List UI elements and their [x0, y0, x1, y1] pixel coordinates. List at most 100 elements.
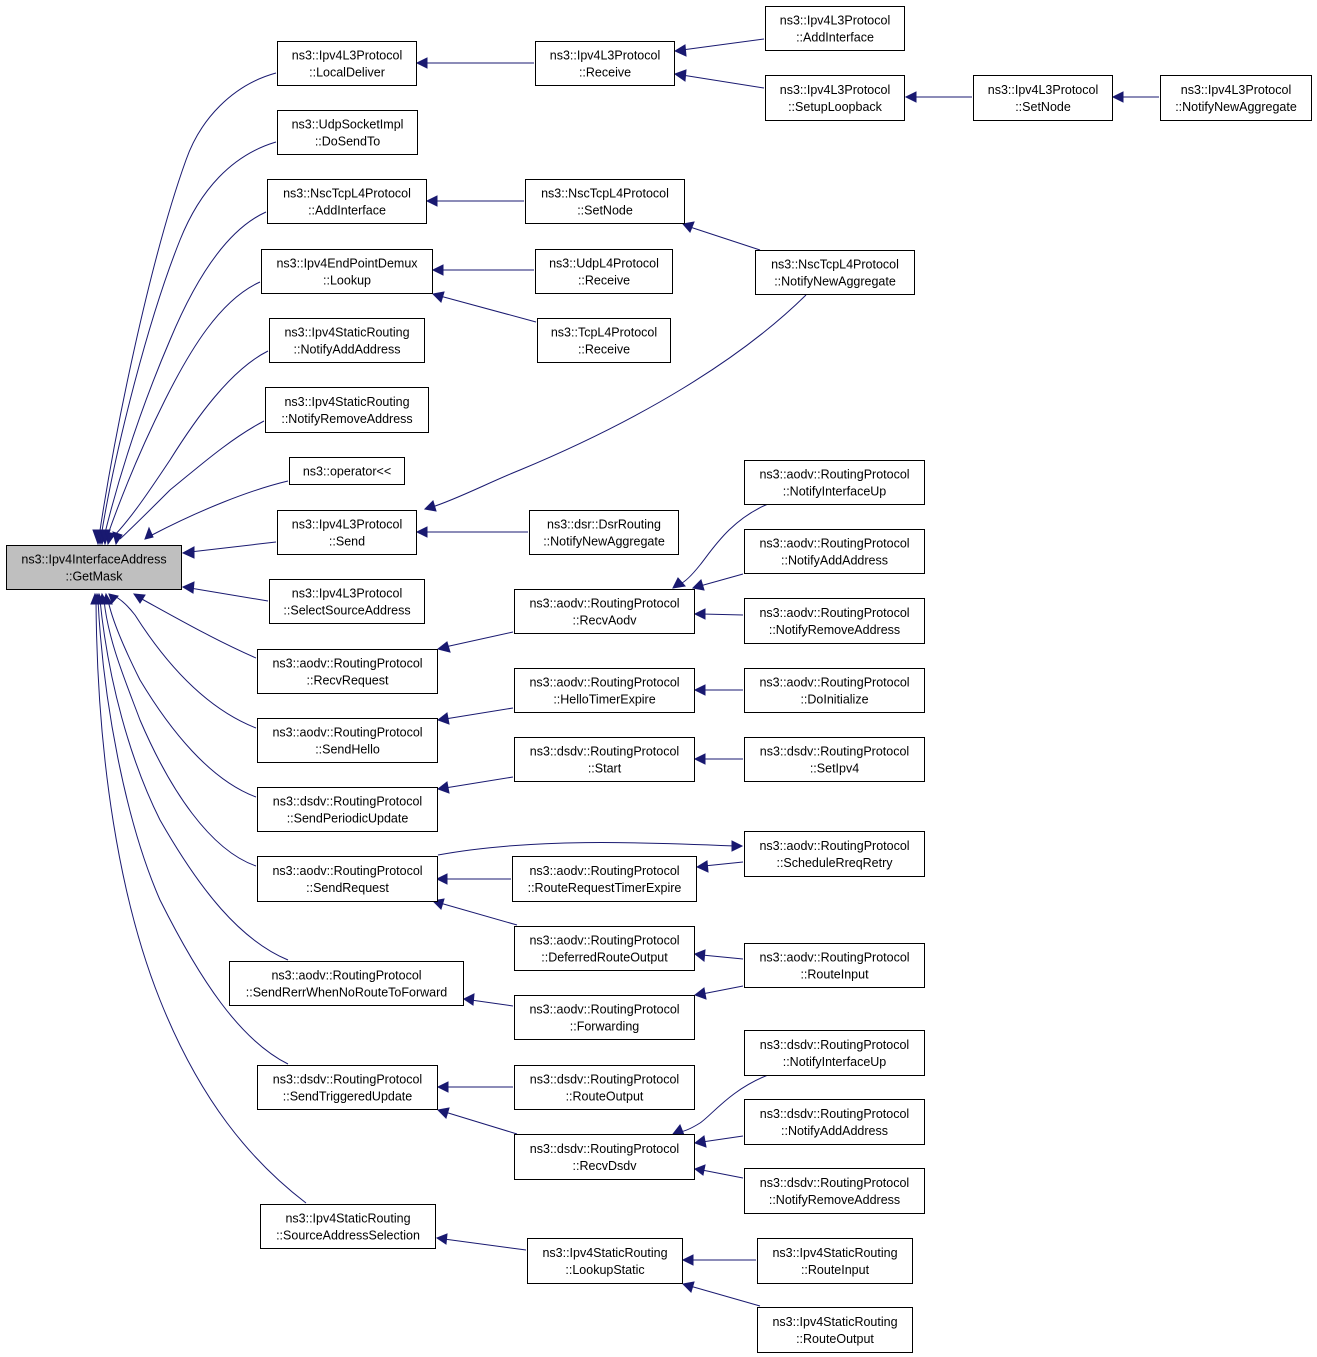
node-label-line: ::NotifyNewAggregate: [543, 535, 665, 549]
node-box: [257, 856, 438, 902]
node-nsctcp-notifynewaggregate[interactable]: ns3::NscTcpL4Protocol::NotifyNewAggregat…: [755, 250, 915, 295]
node-label-line: ::DoSendTo: [315, 135, 380, 149]
node-label-line: ::Receive: [578, 343, 630, 357]
node-aodv-routeinput[interactable]: ns3::aodv::RoutingProtocol::RouteInput: [744, 943, 925, 988]
edge-operator-shift-to-root: [144, 480, 289, 540]
edge-aodv-senderrwhennoroute-to-root: [94, 592, 289, 961]
node-aodv-sendhello[interactable]: ns3::aodv::RoutingProtocol::SendHello: [257, 718, 438, 763]
call-graph-nodes: ns3::Ipv4InterfaceAddress::GetMaskns3::I…: [6, 6, 1312, 1353]
node-dsdv-notifyinterfaceup[interactable]: ns3::dsdv::RoutingProtocol::NotifyInterf…: [744, 1030, 925, 1076]
edge-line: [701, 1135, 744, 1143]
node-aodv-notifyremoveaddress[interactable]: ns3::aodv::RoutingProtocol::NotifyRemove…: [744, 598, 925, 644]
node-tcpl4-receive[interactable]: ns3::TcpL4Protocol::Receive: [537, 318, 671, 363]
edge-arrowhead: [108, 593, 119, 604]
root-node[interactable]: ns3::Ipv4InterfaceAddress::GetMask: [6, 545, 182, 590]
node-aodv-deferredrouteoutput[interactable]: ns3::aodv::RoutingProtocol::DeferredRout…: [514, 926, 695, 971]
edge-udpl4-receive-to-ipv4epdemux-lookup: [431, 264, 534, 276]
edge-arrowhead: [673, 44, 687, 57]
node-nsctcp-setnode[interactable]: ns3::NscTcpL4Protocol::SetNode: [525, 179, 685, 224]
node-dsdv-recvdsdv[interactable]: ns3::dsdv::RoutingProtocol::RecvDsdv: [514, 1134, 695, 1180]
edge-line: [437, 842, 736, 856]
node-dsdv-notifyaddaddress[interactable]: ns3::dsdv::RoutingProtocol::NotifyAddAdd…: [744, 1099, 925, 1145]
edge-arrowhead: [693, 608, 706, 620]
node-ipv4static-lookupstatic[interactable]: ns3::Ipv4StaticRouting::LookupStatic: [527, 1238, 683, 1284]
node-box: [973, 75, 1113, 121]
node-aodv-recvrequest[interactable]: ns3::aodv::RoutingProtocol::RecvRequest: [257, 649, 438, 694]
node-ipv4epdemux-lookup[interactable]: ns3::Ipv4EndPointDemux::Lookup: [261, 249, 433, 294]
node-ipv4l3-selectsourceaddress[interactable]: ns3::Ipv4L3Protocol::SelectSourceAddress: [269, 579, 425, 624]
node-box: [757, 1238, 913, 1284]
edge-arrowhead: [904, 91, 917, 103]
node-aodv-routerequesttimerexpire[interactable]: ns3::aodv::RoutingProtocol::RouteRequest…: [512, 856, 697, 902]
node-dsdv-sendperiodicupdate[interactable]: ns3::dsdv::RoutingProtocol::SendPeriodic…: [257, 787, 438, 832]
edge-line: [444, 776, 514, 789]
node-aodv-notifyaddaddress[interactable]: ns3::aodv::RoutingProtocol::NotifyAddAdd…: [744, 529, 925, 574]
node-label-line: ::SetupLoopback: [788, 100, 883, 114]
node-ipv4static-notifyremoveaddress[interactable]: ns3::Ipv4StaticRouting::NotifyRemoveAddr…: [265, 387, 429, 433]
node-aodv-sendrequest[interactable]: ns3::aodv::RoutingProtocol::SendRequest: [257, 856, 438, 902]
edge-line: [189, 541, 277, 553]
node-aodv-notifyinterfaceup[interactable]: ns3::aodv::RoutingProtocol::NotifyInterf…: [744, 460, 925, 505]
node-ipv4l3-setnode[interactable]: ns3::Ipv4L3Protocol::SetNode: [973, 75, 1113, 121]
node-aodv-hellotimerexpire[interactable]: ns3::aodv::RoutingProtocol::HelloTimerEx…: [514, 668, 695, 713]
node-ipv4static-routeinput[interactable]: ns3::Ipv4StaticRouting::RouteInput: [757, 1238, 913, 1284]
node-label-line: ::DeferredRouteOutput: [541, 951, 668, 965]
node-ipv4static-sourceaddressselection[interactable]: ns3::Ipv4StaticRouting::SourceAddressSel…: [260, 1204, 436, 1249]
node-aodv-doinitialize[interactable]: ns3::aodv::RoutingProtocol::DoInitialize: [744, 668, 925, 713]
node-label-line: ::Receive: [578, 274, 630, 288]
edge-ipv4l3-receive-to-ipv4l3-localdeliver: [415, 57, 534, 69]
node-label-line: ::Send: [329, 535, 365, 549]
node-label-line: ns3::NscTcpL4Protocol: [771, 258, 899, 272]
node-ipv4l3-receive[interactable]: ns3::Ipv4L3Protocol::Receive: [535, 41, 675, 86]
node-label-line: ns3::dsr::DsrRouting: [547, 518, 661, 532]
node-aodv-recvaodv[interactable]: ns3::aodv::RoutingProtocol::RecvAodv: [514, 589, 695, 634]
node-aodv-forwarding[interactable]: ns3::aodv::RoutingProtocol::Forwarding: [514, 995, 695, 1040]
node-operator-shift[interactable]: ns3::operator<<: [289, 457, 405, 485]
edge-line: [699, 573, 744, 587]
node-label-line: ns3::Ipv4StaticRouting: [772, 1315, 897, 1329]
node-dsdv-notifyremoveaddress[interactable]: ns3::dsdv::RoutingProtocol::NotifyRemove…: [744, 1168, 925, 1214]
node-aodv-schedulerreqretry[interactable]: ns3::aodv::RoutingProtocol::ScheduleRreq…: [744, 831, 925, 877]
node-dsdv-routeoutput[interactable]: ns3::dsdv::RoutingProtocol::RouteOutput: [514, 1065, 695, 1110]
node-label-line: ::NotifyAddAddress: [781, 1124, 888, 1138]
node-label-line: ::HelloTimerExpire: [553, 693, 655, 707]
node-box: [535, 41, 675, 86]
edge-line: [95, 599, 307, 1204]
edge-arrowhead: [695, 860, 709, 873]
edge-nsctcp-addinterface-to-root: [96, 211, 267, 546]
node-label-line: ::NotifyRemoveAddress: [769, 1193, 900, 1207]
node-nsctcp-addinterface[interactable]: ns3::NscTcpL4Protocol::AddInterface: [267, 179, 427, 224]
edge-arrowhead: [436, 1107, 450, 1119]
edge-line: [681, 74, 765, 89]
node-udpsocketimpl-dosendto[interactable]: ns3::UdpSocketImpl::DoSendTo: [277, 110, 418, 155]
node-dsdv-setipv4[interactable]: ns3::dsdv::RoutingProtocol::SetIpv4: [744, 737, 925, 782]
edge-dsr-notifynewaggregate-to-ipv4l3-send: [415, 526, 528, 538]
edge-dsdv-sendperiodicupdate-to-root: [102, 592, 257, 798]
node-aodv-senderrwhennoroute[interactable]: ns3::aodv::RoutingProtocol::SendRerrWhen…: [229, 961, 464, 1006]
node-ipv4l3-send[interactable]: ns3::Ipv4L3Protocol::Send: [277, 510, 417, 555]
edge-tcpl4-receive-to-ipv4epdemux-lookup: [431, 291, 537, 323]
edge-arrowhead: [435, 873, 448, 885]
node-ipv4l3-addinterface[interactable]: ns3::Ipv4L3Protocol::AddInterface: [765, 6, 905, 51]
node-label-line: ns3::Ipv4L3Protocol: [780, 83, 891, 97]
node-ipv4l3-setuploopback[interactable]: ns3::Ipv4L3Protocol::SetupLoopback: [765, 75, 905, 121]
node-ipv4static-notifyaddaddress[interactable]: ns3::Ipv4StaticRouting::NotifyAddAddress: [269, 318, 425, 363]
node-ipv4l3-localdeliver[interactable]: ns3::Ipv4L3Protocol::LocalDeliver: [277, 41, 417, 86]
edge-arrowhead: [133, 593, 146, 604]
edge-aodv-recvrequest-to-root: [133, 593, 257, 659]
node-dsr-notifynewaggregate[interactable]: ns3::dsr::DsrRouting::NotifyNewAggregate: [529, 510, 679, 555]
node-dsdv-sendtriggeredupdate[interactable]: ns3::dsdv::RoutingProtocol::SendTriggere…: [257, 1065, 438, 1110]
edge-ipv4static-routeinput-to-ipv4static-lookupstatic: [681, 1254, 756, 1266]
edge-line: [151, 480, 289, 536]
node-label-line: ::SendRerrWhenNoRouteToForward: [246, 986, 448, 1000]
node-dsdv-start[interactable]: ns3::dsdv::RoutingProtocol::Start: [514, 737, 695, 782]
node-box: [744, 1099, 925, 1145]
node-ipv4static-routeoutput[interactable]: ns3::Ipv4StaticRouting::RouteOutput: [757, 1307, 913, 1353]
edge-line: [444, 1111, 518, 1135]
node-label-line: ns3::aodv::RoutingProtocol: [759, 951, 909, 965]
node-label-line: ns3::Ipv4InterfaceAddress: [21, 553, 166, 567]
node-udpl4-receive[interactable]: ns3::UdpL4Protocol::Receive: [535, 249, 673, 294]
node-ipv4l3-notifynewaggregate[interactable]: ns3::Ipv4L3Protocol::NotifyNewAggregate: [1160, 75, 1312, 121]
edge-line: [106, 281, 261, 538]
node-box: [257, 649, 438, 694]
